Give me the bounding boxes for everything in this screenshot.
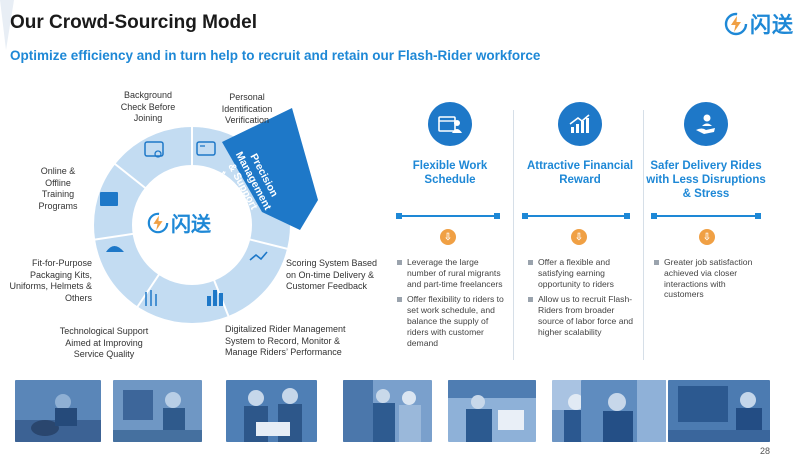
down-arrow-icon: ⇩: [699, 229, 715, 245]
column-rule: [651, 215, 761, 217]
page-title: Our Crowd-Sourcing Model: [10, 12, 257, 33]
flash-ex-logo: 闪送: [724, 9, 794, 39]
column-rule: [396, 215, 500, 217]
photo-riders-award: [226, 380, 317, 442]
rule-end: [522, 213, 528, 219]
photo-rider-phone: [448, 380, 536, 442]
lightning-logo-icon: [724, 12, 748, 36]
bullet-item: Allow us to recruit Flash-Riders from br…: [528, 294, 638, 337]
label-tech-support: Technological Support Aimed at Improving…: [59, 326, 149, 359]
photo-rider-vehicle: [668, 380, 770, 442]
rule-end: [755, 213, 761, 219]
column-heading: Flexible Work Schedule: [412, 160, 488, 186]
growth-chart-icon: [558, 102, 602, 146]
column-financial-reward: Attractive Financial Reward: [520, 102, 640, 203]
training-board-icon: [100, 192, 118, 206]
center-logo: 闪送: [147, 208, 211, 237]
id-card-icon: [196, 141, 216, 156]
label-digitalized: Digitalized Rider Management System to R…: [225, 324, 346, 357]
bullet-list-financial: Offer a flexible and satisfying earning …: [528, 257, 638, 343]
document-search-icon: [144, 141, 164, 157]
label-background-check: Background Check Before Joining: [120, 90, 176, 123]
ring-icons: [100, 141, 268, 306]
down-arrow-icon: ⇩: [571, 229, 587, 245]
bullet-item: Offer flexibility to riders to set work …: [397, 294, 507, 348]
photo-rider-scooter: [113, 380, 202, 442]
ring-chart: Precision Management & Support to Riders: [91, 108, 318, 326]
label-packaging: Fit-for-Purpose Packaging Kits, Uniforms…: [9, 258, 92, 303]
lightning-logo-icon: [147, 212, 169, 233]
rule-end: [494, 213, 500, 219]
column-heading: Safer Delivery Rides with Less Disruptio…: [646, 160, 766, 200]
label-identification: Personal Identification Verification: [221, 92, 273, 125]
trend-line-icon: [249, 251, 268, 261]
column-heading: Attractive Financial Reward: [526, 160, 634, 186]
column-divider: [513, 110, 514, 360]
column-safer-delivery: Safer Delivery Rides with Less Disruptio…: [646, 102, 766, 203]
bar-chart-icon: [207, 290, 223, 306]
page-subtitle: Optimize efficiency and in turn help to …: [10, 48, 541, 63]
crowd-sourcing-diagram: Precision Management & Support to Riders…: [0, 80, 390, 370]
photo-rider-delivery: [343, 380, 432, 442]
helmet-icon: [106, 246, 124, 252]
center-logo-text: 闪送: [171, 212, 211, 236]
column-flexible-work: Flexible Work Schedule: [390, 102, 510, 203]
settings-sliders-icon: [145, 290, 157, 306]
label-training: Online & Offline Training Programs: [38, 166, 78, 211]
highlight-segment: [222, 108, 318, 230]
down-arrow-icon: ⇩: [440, 229, 456, 245]
photo-rider-motorcycle: [15, 380, 101, 442]
bullet-item: Offer a flexible and satisfying earning …: [528, 257, 638, 289]
calendar-person-icon: [428, 102, 472, 146]
bullet-item: Leverage the large number of rural migra…: [397, 257, 507, 289]
logo-text: 闪送: [750, 13, 794, 37]
corner-decoration: [0, 0, 14, 50]
column-rule: [522, 215, 630, 217]
column-divider: [643, 110, 644, 360]
photo-rider-smiling: [581, 380, 666, 442]
bullet-list-safer: Greater job satisfaction achieved via cl…: [654, 257, 764, 305]
rule-end: [396, 213, 402, 219]
rule-end: [651, 213, 657, 219]
label-scoring: Scoring System Based on On-time Delivery…: [286, 258, 378, 291]
hand-person-icon: [684, 102, 728, 146]
bullet-list-flexible: Leverage the large number of rural migra…: [397, 257, 507, 353]
page-number: 28: [759, 446, 770, 456]
rule-end: [624, 213, 630, 219]
photo-strip: [0, 380, 800, 442]
bullet-item: Greater job satisfaction achieved via cl…: [654, 257, 764, 300]
